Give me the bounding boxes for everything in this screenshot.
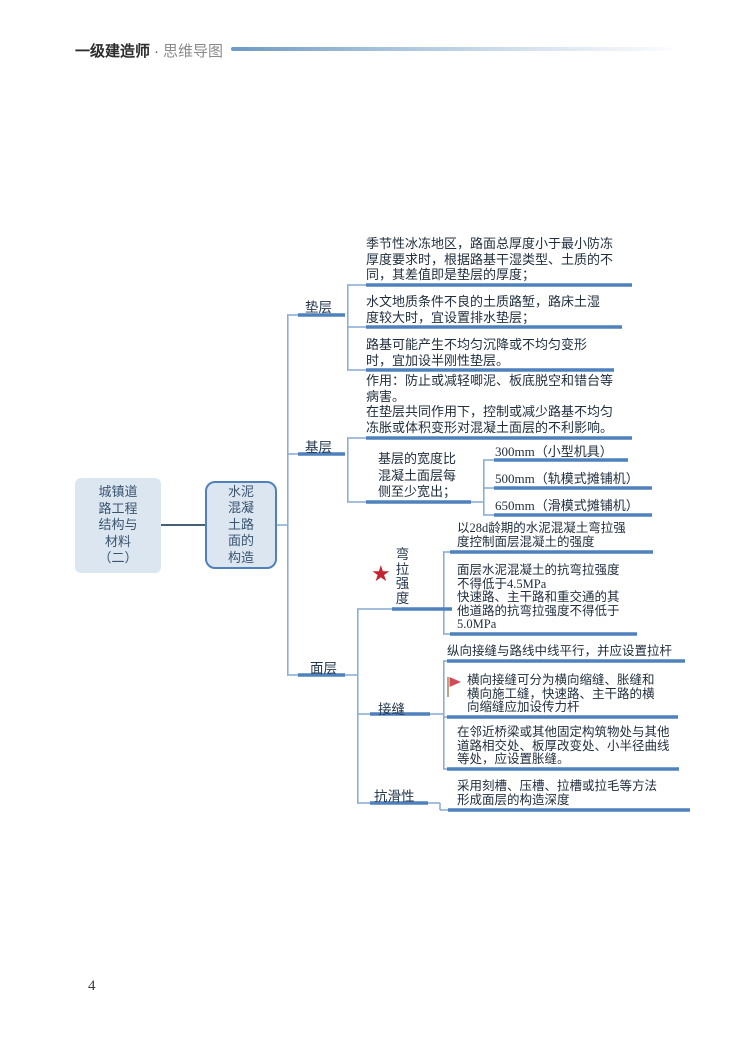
branch-label-cushion-layer: 垫层 — [305, 300, 332, 315]
subbranch-label-skid-resistance: 抗滑性 — [374, 789, 415, 804]
leaf-width-option-300: 300mm（小型机具） — [495, 444, 613, 459]
root-node-chapter: 城镇道 路工程 结构与 材料 （二） — [75, 478, 161, 573]
branch-label-base-layer: 基层 — [305, 440, 332, 455]
leaf-joint-2: 横向接缝可分为横向缩缝、胀缝和 横向施工缝，快速路、主干路的横 向缩缝应加设传力… — [467, 673, 655, 714]
leaf-skid-1: 采用刻槽、压槽、拉槽或拉毛等方法 形成面层的构造深度 — [457, 779, 658, 807]
subbranch-label-flexural-strength: 弯 拉 强 度 — [395, 547, 410, 606]
header-brand: 一级建造师 — [75, 43, 151, 60]
leaf-cushion-1: 季节性冰冻地区，路面总厚度小于最小防冻 厚度要求时，根据路基干湿类型、土质的不 … — [366, 236, 614, 282]
leaf-joint-3: 在邻近桥梁或其他固定构筑物处与其他 道路相交处、板厚改变处、小半径曲线 等处，应… — [457, 725, 670, 766]
header-subtitle: 思维导图 — [163, 43, 224, 60]
topic-node-cement-concrete-pavement: 水泥 混凝 土路 面的 构造 — [205, 481, 277, 569]
page-number: 4 — [88, 978, 96, 994]
subbranch-label-joints: 接缝 — [378, 702, 405, 717]
leaf-base-width-rule: 基层的宽度比 混凝土面层每 侧至少宽出； — [378, 451, 457, 499]
branch-label-surface-layer: 面层 — [310, 661, 337, 676]
leaf-flexural-2: 面层水泥混凝土的抗弯拉强度 不得低于4.5MPa 快速路、主干路和重交通的其 他… — [457, 563, 620, 631]
root-node-label: 城镇道 路工程 结构与 材料 （二） — [98, 484, 138, 566]
leaf-width-option-500: 500mm（轨模式摊铺机） — [495, 471, 639, 486]
page-header: 一级建造师·思维导图 — [75, 40, 223, 61]
header-gradient-rule — [231, 47, 672, 51]
leaf-cushion-2: 水文地质条件不良的土质路堑，路床土湿 度较大时，宜设置排水垫层； — [366, 294, 601, 325]
leaf-cushion-3: 路基可能产生不均匀沉降或不均匀变形 时，宜加设半刚性垫层。 — [366, 337, 588, 368]
leaf-flexural-1: 以28d龄期的水泥混凝土弯拉强 度控制面层混凝土的强度 — [457, 521, 626, 549]
leaf-joint-1: 纵向接缝与路线中线平行，并应设置拉杆 — [447, 644, 673, 658]
topic-node-label: 水泥 混凝 土路 面的 构造 — [227, 483, 254, 565]
leaf-base-effect: 作用：防止或减轻唧泥、板底脱空和错台等 病害。 在垫层共同作用下，控制或减少路基… — [366, 373, 614, 435]
flag-icon — [447, 677, 461, 697]
header-separator: · — [154, 43, 160, 60]
star-icon: ★ — [371, 561, 391, 586]
leaf-width-option-650: 650mm（滑模式摊铺机） — [495, 498, 639, 513]
